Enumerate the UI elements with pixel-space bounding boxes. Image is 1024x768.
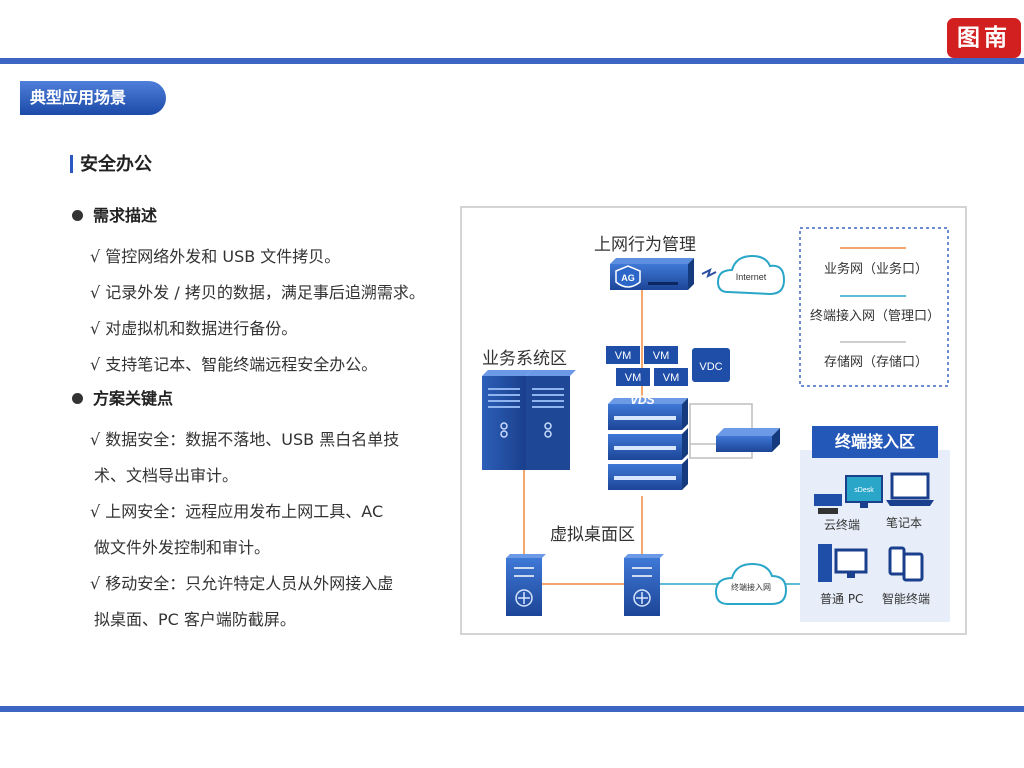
ag-gateway-device: AG [610,258,694,290]
vm-label: VM [653,350,670,362]
vm-box [606,346,640,364]
terminal-net-label: 终端接入网 [731,582,771,592]
wireless-icon [701,268,717,278]
footer-bar [0,706,1024,712]
internet-cloud-icon: Internet [716,254,786,296]
laptop-icon [886,472,934,506]
header-bar [0,58,1024,64]
sdesk-label: sDesk [854,487,874,494]
solution-item: 拟桌面、PC 客户端防截屏。 [94,610,296,629]
terminal-network-cloud-icon: 终端接入网 [714,562,788,605]
device-label-cloud-terminal: 云终端 [824,518,861,532]
terminal-zone-title: 终端接入区 [834,432,915,451]
brand-logo: 图南 [947,18,1021,58]
bullet-dot [72,393,83,404]
section-tag: 典型应用场景 [20,81,166,115]
ag-label: AG [621,273,635,283]
business-zone-label: 业务系统区 [482,349,567,369]
bullet-content: 需求描述 √ 管控网络外发和 USB 文件拷贝。 √ 记录外发 / 拷贝的数据，… [72,204,432,638]
vm-box [616,368,650,386]
subtitle-marker [70,155,73,173]
business-servers-icon [482,370,576,470]
diagram-canvas: AG Internet VM VM [482,227,950,622]
requirement-item: √ 记录外发 / 拷贝的数据，满足事后追溯需求。 [90,283,425,302]
desktop-switch-icon [624,554,664,616]
smart-terminal-icon [888,546,924,582]
legend-label-storage: 存储网（存储口） [824,355,929,370]
solution-item: 做文件外发控制和审计。 [94,538,271,557]
page-subtitle: 安全办公 [70,150,152,176]
requirements-heading-text: 需求描述 [93,206,158,225]
vds-label: VDS [630,393,655,407]
requirement-item: √ 管控网络外发和 USB 文件拷贝。 [90,247,341,266]
internet-label: Internet [736,272,767,282]
business-network-lines [523,290,643,585]
vm-box [644,346,678,364]
business-switch-icon [506,554,546,616]
solution-item: √ 移动安全：只允许特定人员从外网接入虚 [90,574,394,593]
vm-box [654,368,688,386]
desktop-pc-icon [818,544,868,582]
vm-group: VM VM VM VM [606,346,688,386]
device-label-pc: 普通 PC [820,592,864,606]
bullet-dot [72,210,83,221]
legend-label-business: 业务网（业务口） [824,262,929,277]
vm-label: VM [625,372,642,384]
subtitle-text: 安全办公 [80,154,152,175]
requirement-item: √ 支持笔记本、智能终端远程安全办公。 [90,355,378,374]
vdc-box: VDC [692,348,730,382]
vdc-label: VDC [699,361,722,373]
legend [799,227,949,387]
network-diagram: AG Internet VM VM [460,206,967,635]
behavior-mgmt-label: 上网行为管理 [594,235,696,255]
solution-heading-text: 方案关键点 [93,389,174,408]
vm-label: VM [615,350,632,362]
desktop-zone-label: 虚拟桌面区 [550,525,635,545]
vds-stack-icon: VDS [608,393,688,490]
solution-item: 术、文档导出审计。 [94,466,239,485]
storage-device-icon [716,428,780,452]
device-label-smart-terminal: 智能终端 [882,592,931,606]
device-label-laptop: 笔记本 [886,516,923,530]
solution-item: √ 数据安全：数据不落地、USB 黑白名单技 [90,430,400,449]
requirements-heading: 需求描述 [72,204,432,228]
solution-heading: 方案关键点 [72,387,432,411]
requirement-item: √ 对虚拟机和数据进行备份。 [90,319,298,338]
legend-label-terminal: 终端接入网（管理口） [810,309,941,324]
cloud-terminal-icon: sDesk [814,475,883,514]
vm-label: VM [663,372,680,384]
solution-item: √ 上网安全：远程应用发布上网工具、AC [90,502,384,521]
